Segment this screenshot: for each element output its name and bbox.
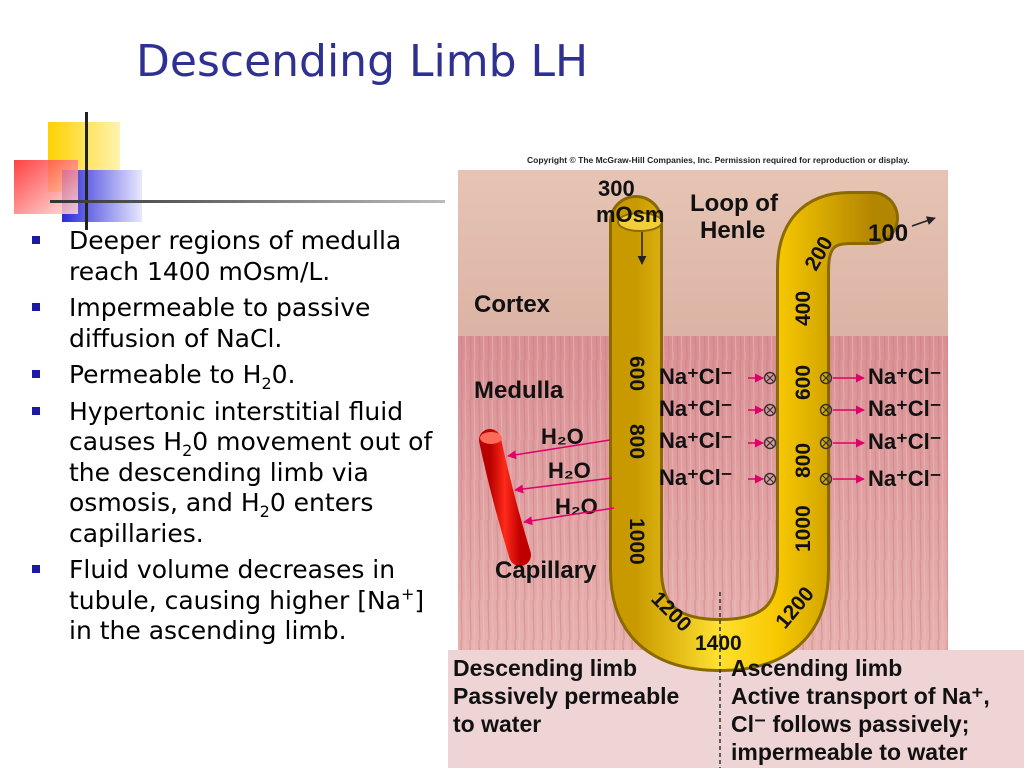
bullet-item: Hypertonic interstitial fluid causes H20… [32,397,452,550]
descending-limb-title: Descending limb [453,655,637,681]
bullet-text: ] in the ascending limb. [69,585,425,646]
nacl-row: Na⁺Cl⁻ Na⁺Cl⁻ [659,364,941,389]
nacl-inner: Na⁺Cl⁻ [659,428,732,453]
h2o-label: H₂O [555,494,598,519]
pump-symbol [819,436,833,450]
slide-title: Descending Limb LH [136,36,589,87]
nacl-inner: Na⁺Cl⁻ [659,364,732,389]
bullet-item: Deeper regions of medulla reach 1400 mOs… [32,226,452,287]
ascending-value-600: 600 [792,365,815,400]
bullet-text: 0 enters capillaries. [69,488,374,548]
ascending-value-800: 800 [792,443,815,478]
bullet-marker [32,236,40,244]
copyright-text: Copyright © The McGraw-Hill Companies, I… [527,155,910,165]
bullet-item: Fluid volume decreases in tubule, causin… [32,555,452,647]
nacl-row: Na⁺Cl⁻ Na⁺Cl⁻ [659,396,941,421]
pump-symbol [819,371,833,385]
corner-decoration [14,112,445,230]
pump-symbol [763,436,777,450]
ascending-limb-line2: Cl⁻ follows passively; [731,711,969,737]
pump-symbol [763,371,777,385]
subscript: 2 [259,502,270,521]
vertical-line [85,112,88,230]
nacl-outer: Na⁺Cl⁻ [868,396,941,421]
outflow-arrow [911,216,936,227]
superscript: + [401,584,415,604]
bullet-text: 0. [271,360,296,389]
bottom-value-1400: 1400 [695,632,742,655]
medulla-label: Medulla [474,377,564,404]
ascending-outflow-value: 100 [868,220,908,247]
medulla-texture [458,336,948,656]
red-square [14,160,78,214]
h2o-arrow [523,507,615,526]
cortex-label: Cortex [474,291,551,318]
ascending-value-1000: 1000 [792,505,815,552]
ascending-limb-title: Ascending limb [731,655,902,681]
loop-of-henle-figure: Copyright © The McGraw-Hill Companies, I… [448,155,1024,768]
pump-symbol [763,403,777,417]
bullet-text: 0 movement out of the descending limb vi… [69,427,433,517]
capillary-label: Capillary [495,557,597,584]
descending-limb-line1: Passively permeable [453,683,679,709]
nacl-row: Na⁺Cl⁻ Na⁺Cl⁻ [659,465,941,491]
descending-value-1000: 1000 [625,518,648,565]
bullet-text: Deeper regions of medulla reach 1400 mOs… [69,226,402,286]
nacl-outer: Na⁺Cl⁻ [868,429,941,454]
loop-of-henle-label-1: Loop of [690,190,779,217]
subscript: 2 [261,374,272,393]
subscript: 2 [182,441,193,460]
osm-top-value: 300 [598,176,635,201]
h2o-arrow [514,477,613,494]
bullet-item: Permeable to H20. [32,360,452,393]
tube-opening [617,212,663,232]
nacl-outer: Na⁺Cl⁻ [868,466,941,491]
ascending-value-400: 400 [792,291,815,326]
bullet-item: Impermeable to passive diffusion of NaCl… [32,293,452,354]
bullet-text: Fluid volume decreases in tubule, causin… [69,555,402,615]
bullet-marker [32,370,40,378]
nacl-inner: Na⁺Cl⁻ [659,396,732,421]
horizontal-line [50,200,445,203]
bullet-text: Permeable to H [69,360,262,389]
descending-value-600: 600 [625,356,648,391]
loop-of-henle-label-2: Henle [700,217,765,244]
ascending-limb-line3: impermeable to water [731,739,968,765]
bullet-marker [32,406,40,415]
bullet-marker [32,303,40,311]
ascending-limb-line1: Active transport of Na⁺, [731,683,990,709]
capillary-vessel [479,429,531,566]
descending-limb-line2: to water [453,711,541,737]
nacl-inner: Na⁺Cl⁻ [659,465,732,490]
pump-symbol [819,403,833,417]
osm-top-unit: mOsm [596,202,664,227]
h2o-label: H₂O [548,458,591,483]
descending-value-800: 800 [625,424,648,459]
h2o-arrow [507,439,611,460]
bullet-text: Impermeable to passive diffusion of NaCl… [69,293,371,353]
nacl-row: Na⁺Cl⁻ Na⁺Cl⁻ [659,428,941,454]
pump-symbol [819,472,833,486]
nacl-outer: Na⁺Cl⁻ [868,364,941,389]
pump-symbol [763,472,777,486]
bullet-text: Hypertonic interstitial fluid causes H [69,396,404,457]
bullet-list: Deeper regions of medulla reach 1400 mOs… [32,226,452,653]
bullet-marker [32,565,40,573]
